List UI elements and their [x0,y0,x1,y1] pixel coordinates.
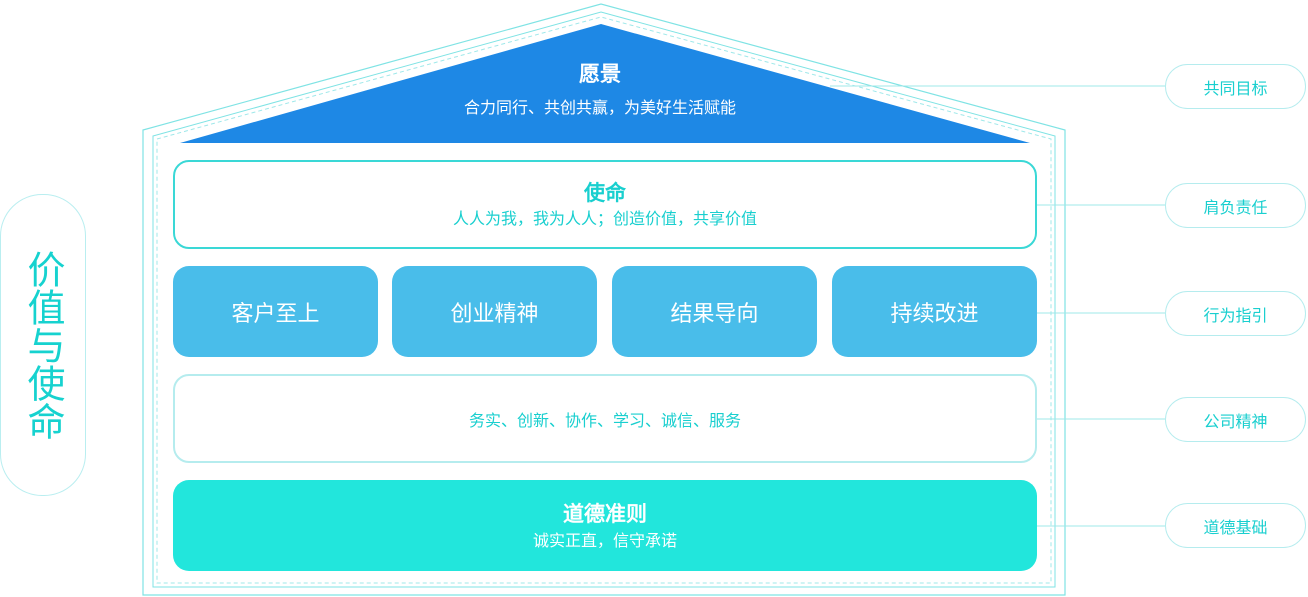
value-box-4: 持续改进 [832,266,1037,357]
vision-subtitle: 合力同行、共创共赢，为美好生活赋能 [463,98,736,117]
value-box-3: 结果导向 [612,266,817,357]
label-company-spirit: 公司精神 [1165,397,1306,442]
mission-subtitle: 人人为我，我为人人；创造价值，共享价值 [452,208,757,228]
label-ethics-foundation: 道德基础 [1165,503,1306,548]
mission-box: 使命 人人为我，我为人人；创造价值，共享价值 [173,160,1037,249]
value-box-2: 创业精神 [392,266,597,357]
label-behavior-guide: 行为指引 [1165,291,1306,336]
spirit-box: 务实、创新、协作、学习、诚信、服务 [173,374,1037,463]
label-responsibility: 肩负责任 [1165,183,1306,228]
house-inner-outline [152,11,1056,588]
ethics-box: 道德准则 诚实正直，信守承诺 [173,480,1037,571]
side-title: 价值与使命 [21,250,65,440]
side-title-pill: 价值与使命 [0,194,86,496]
ethics-title: 道德准则 [563,501,647,526]
label-common-goal: 共同目标 [1165,64,1306,109]
house-dashed-outline [156,16,1052,584]
house-outer-outline [142,3,1066,596]
value-box-1: 客户至上 [173,266,378,357]
ethics-subtitle: 诚实正直，信守承诺 [532,530,677,550]
vision-title: 愿景 [579,62,621,86]
mission-title: 使命 [584,180,626,205]
vision-roof [180,24,1030,143]
spirit-text: 务实、创新、协作、学习、诚信、服务 [468,410,741,430]
